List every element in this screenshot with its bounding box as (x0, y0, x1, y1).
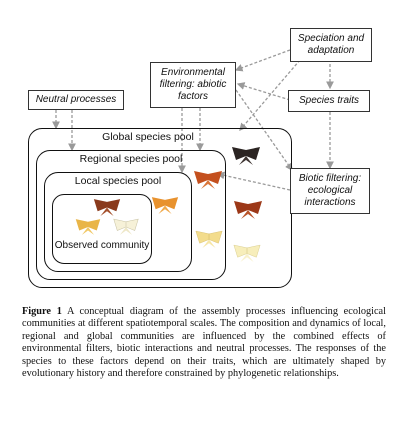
local-pool (44, 172, 192, 272)
moth-orange-icon (151, 197, 179, 214)
env-filtering-label: Environmental filtering: abiotic factors (159, 67, 227, 102)
arrow-biotic-local (216, 171, 291, 191)
global-pool-label: Global species pool (102, 131, 194, 143)
speciation-label: Speciation and adaptation (297, 33, 365, 56)
neutral-processes-label: Neutral processes (35, 94, 117, 105)
regional-pool-label: Regional species pool (79, 153, 183, 165)
moth-cream-2-icon (233, 244, 261, 262)
species-traits-label: Species traits (298, 95, 360, 106)
moth-dark-icon (232, 147, 260, 165)
regional-pool (36, 150, 226, 280)
moth-rust-icon (194, 171, 222, 189)
speciation-box: Speciation and adaptation (290, 28, 372, 62)
moth-rust-2-icon (234, 201, 262, 219)
process-arrows (52, 49, 334, 191)
arrow-env-biotic (235, 89, 293, 172)
local-pool-label: Local species pool (74, 175, 162, 187)
observed-community (52, 194, 152, 264)
moth-cream-icon (113, 218, 139, 235)
observed-community-label: Observed community (54, 240, 150, 251)
env-filtering-box: Environmental filtering: abiotic factors (150, 62, 236, 108)
moth-pale-2-icon (195, 230, 223, 248)
arrow-traits-env (236, 82, 291, 101)
arrow-speciation-env (234, 49, 291, 72)
species-traits-box: Species traits (288, 90, 370, 112)
neutral-processes-box: Neutral processes (28, 90, 124, 110)
biotic-filtering-box: Biotic filtering: ecological interaction… (290, 168, 370, 214)
figure-caption-text: A conceptual diagram of the assembly pro… (22, 306, 386, 380)
figure-label: Figure 1 (22, 306, 62, 317)
arrow-speciation-global (239, 59, 301, 131)
moth-brown-icon (93, 199, 121, 216)
figure-caption: Figure 1 A conceptual diagram of the ass… (22, 306, 386, 380)
biotic-filtering-label: Biotic filtering: ecological interaction… (298, 173, 362, 208)
moth-pale-icon (75, 219, 101, 235)
